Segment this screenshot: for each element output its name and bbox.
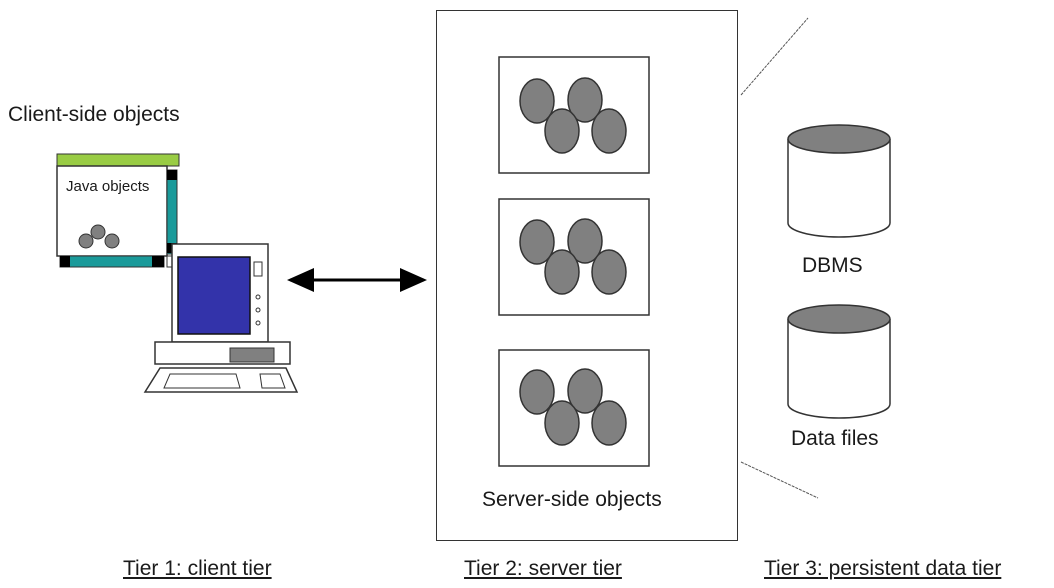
server-container [436,10,738,541]
java-objects-label: Java objects [66,178,150,195]
java-window-icon [56,153,180,268]
client-computer-icon [143,243,299,393]
server-object-group-3 [498,349,650,467]
data-files-cylinder-icon [787,304,891,419]
dbms-label: DBMS [802,254,863,277]
server-side-objects-label: Server-side objects [482,488,662,511]
data-files-label: Data files [791,427,879,450]
client-side-objects-title: Client-side objects [8,103,180,126]
tier2-label: Tier 2: server tier [464,557,622,580]
server-object-group-1 [498,56,650,174]
dbms-cylinder-icon [787,124,891,238]
tier3-label: Tier 3: persistent data tier [764,557,1002,580]
tier-divider-top [740,17,809,96]
tier1-label: Tier 1: client tier [123,557,272,580]
tier-divider-bottom [740,461,819,499]
server-object-group-2 [498,198,650,316]
